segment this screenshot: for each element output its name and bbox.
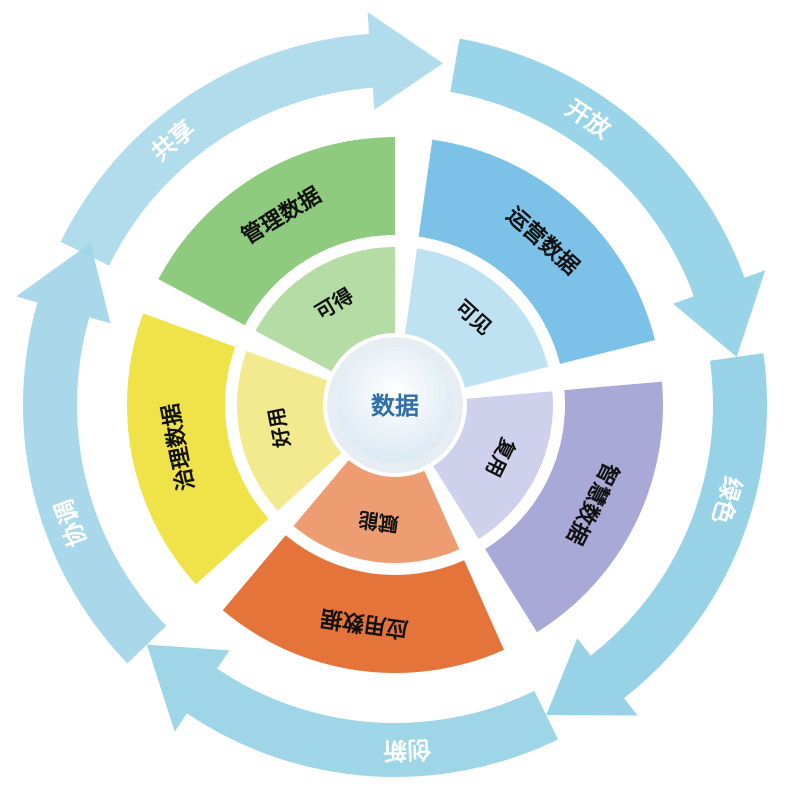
arrow-1: 开放 — [450, 38, 766, 357]
curved-arrow-shape — [146, 644, 559, 778]
arrow-label: 创新 — [383, 735, 433, 765]
inner-segment — [405, 248, 549, 388]
outer-segment — [158, 137, 395, 326]
arrow-2: 绿色 — [546, 353, 767, 716]
segment-4: 治理数据好用 — [126, 313, 342, 585]
curved-arrow-shape — [546, 353, 767, 716]
arrow-3: 创新 — [146, 644, 559, 778]
center-label: 数据 — [371, 392, 419, 420]
outer-arrows-ring: 共享开放绿色创新 协调 — [16, 11, 767, 778]
inner-segment — [237, 350, 342, 511]
inner-segment — [293, 460, 460, 563]
outer-segment — [418, 139, 656, 364]
center-hub: 数据 — [327, 337, 463, 473]
segments-ring: 管理数据可得运营数据可见智慧数据复用应用数据赋能治理数据好用 — [126, 137, 663, 673]
center-circle — [337, 347, 453, 463]
inner-segment — [255, 247, 395, 372]
arrow-0: 共享 — [60, 11, 444, 266]
curved-arrow-shape — [450, 38, 766, 357]
outer-segment — [126, 313, 269, 585]
arrow-4: 协调 — [16, 243, 167, 664]
outer-segment — [485, 381, 663, 633]
inner-segment — [433, 391, 553, 539]
curved-arrow-shape — [60, 11, 444, 266]
inner-segment-label: 赋能 — [357, 507, 400, 536]
curved-arrow-shape — [16, 243, 167, 664]
outer-segment — [222, 535, 505, 673]
